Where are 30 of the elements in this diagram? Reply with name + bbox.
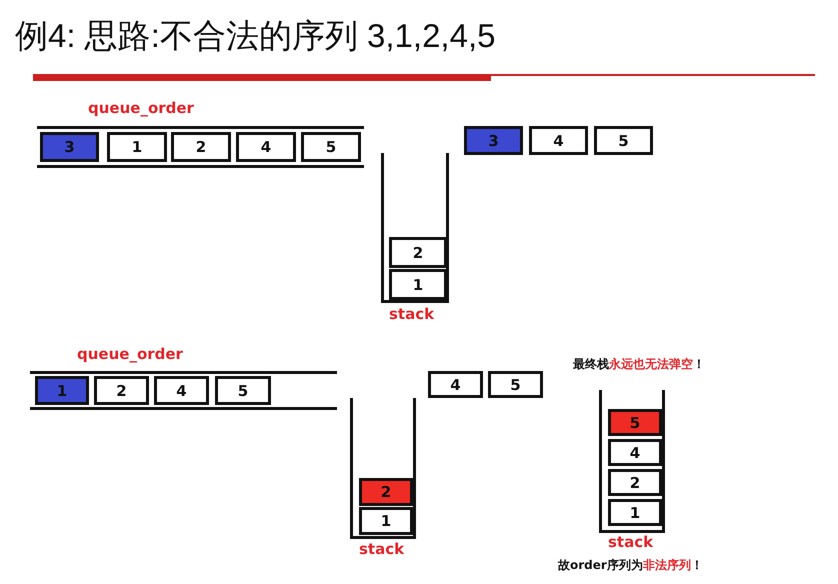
number-box: 1 xyxy=(107,132,167,162)
number-box: 3 xyxy=(40,132,99,162)
number-box: 2 xyxy=(608,469,662,496)
stack-label: stack xyxy=(389,304,434,324)
number-box: 1 xyxy=(35,376,89,405)
note-text: 最终栈永远也无法弹空！ xyxy=(573,356,705,373)
number-box: 5 xyxy=(594,126,653,155)
queue-label: queue_order xyxy=(77,344,183,364)
note-text: 故order序列为非法序列！ xyxy=(558,557,703,574)
number-box: 2 xyxy=(359,478,413,506)
number-box: 4 xyxy=(428,371,483,398)
stack-label: stack xyxy=(359,539,404,559)
stack-label: stack xyxy=(608,532,654,552)
number-box: 5 xyxy=(215,376,271,405)
slide-title: 例4: 思路:不合法的序列 3,1,2,4,5 xyxy=(15,16,496,56)
number-box: 4 xyxy=(236,132,296,162)
number-box: 4 xyxy=(154,376,209,405)
number-box: 5 xyxy=(488,371,543,398)
number-box: 1 xyxy=(608,499,662,526)
number-box: 2 xyxy=(171,132,231,162)
number-box: 5 xyxy=(608,409,662,436)
number-box: 5 xyxy=(301,132,361,162)
number-box: 2 xyxy=(94,376,149,405)
number-box: 1 xyxy=(359,507,413,535)
number-box: 4 xyxy=(608,439,662,466)
number-box: 1 xyxy=(389,269,447,300)
number-box: 4 xyxy=(529,126,588,155)
number-box: 2 xyxy=(389,237,447,268)
queue-label: queue_order xyxy=(88,98,194,118)
number-box: 3 xyxy=(464,126,523,155)
